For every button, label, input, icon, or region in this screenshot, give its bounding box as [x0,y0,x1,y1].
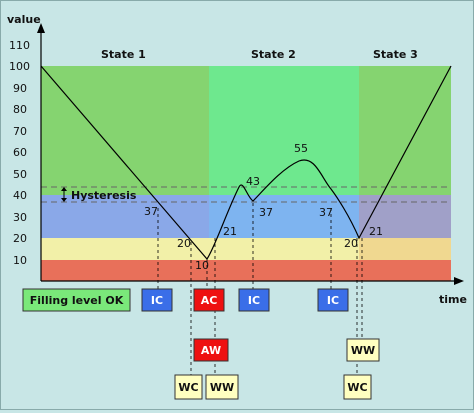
y-ticks: 10 20 30 40 50 60 70 80 90 100 110 [9,39,30,267]
y-tick: 50 [13,168,27,181]
aw-label: AW [201,344,221,357]
ac-label: AC [201,294,218,307]
point-label: 20 [344,237,358,250]
point-label: 21 [369,225,383,238]
point-label: 20 [177,237,191,250]
zone-state3-yellow [359,238,451,260]
wc-box [174,374,203,400]
wc-label: WC [178,381,198,394]
y-tick: 30 [13,211,27,224]
y-tick: 60 [13,146,27,159]
ic-box [238,288,270,312]
hysteresis-label: Hysteresis [71,189,137,202]
ic-label: IC [248,294,260,307]
ic-label: IC [151,294,163,307]
ww-label: WW [210,381,234,394]
state-1-label: State 1 [101,48,146,61]
point-label: 43 [246,175,260,188]
zone-yellow [41,238,359,260]
y-tick: 40 [13,189,27,202]
ic-box [141,288,173,312]
wc-box [343,374,372,400]
ac-box [193,288,225,312]
x-axis-label: time [439,293,467,306]
y-tick: 100 [9,60,30,73]
zone-red [41,260,451,281]
state-2-label: State 2 [251,48,296,61]
point-label: 55 [294,142,308,155]
point-label: 37 [319,206,333,219]
aw-box [193,338,229,362]
ic-box [317,288,349,312]
x-axis-arrow-icon [454,277,464,285]
point-label: 21 [223,225,237,238]
y-axis-label: value [7,13,41,26]
point-label: 37 [259,206,273,219]
zone-state2-normal [209,66,359,195]
filling-level-ok-box [22,288,131,312]
y-tick: 20 [13,232,27,245]
point-label: 37 [144,205,158,218]
y-tick: 10 [13,254,27,267]
ww-box [346,338,380,362]
y-tick: 110 [9,39,30,52]
hysteresis-arrow-icon [61,187,67,202]
ic-label: IC [327,294,339,307]
ww-box [205,374,239,400]
y-tick: 80 [13,103,27,116]
filling-level-ok-label: Filling level OK [30,294,124,307]
point-label: 10 [195,259,209,272]
y-tick: 90 [13,82,27,95]
wc-label: WC [347,381,367,394]
y-tick: 70 [13,125,27,138]
zone-state3-normal [359,66,451,195]
y-axis-arrow-icon [37,23,45,33]
state-3-label: State 3 [373,48,418,61]
ww-label: WW [351,344,375,357]
value-curve [40,65,452,260]
zone-state1-normal [41,66,209,195]
